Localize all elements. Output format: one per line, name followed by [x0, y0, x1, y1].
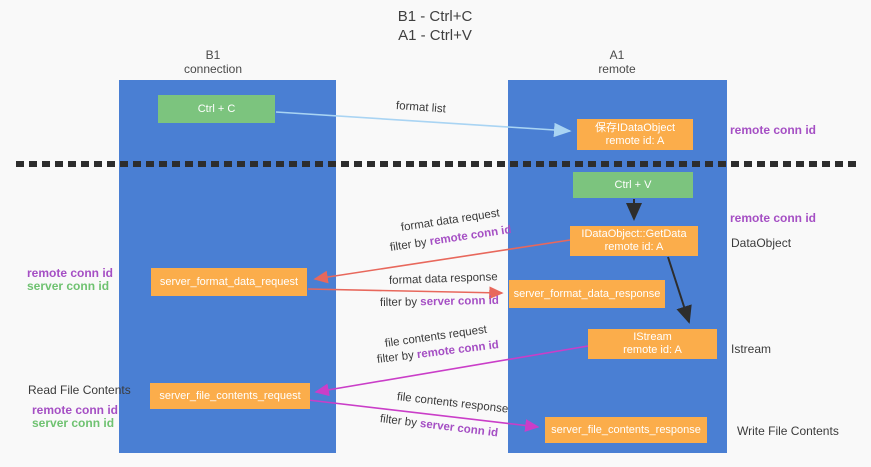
right-column-sub: remote	[598, 62, 636, 76]
diagram-title-line2: A1 - Ctrl+V	[398, 27, 472, 44]
format-data-request-arrow	[313, 239, 571, 284]
istream-side-label: Istream	[731, 342, 772, 356]
file-contents-request-arrow	[314, 345, 589, 397]
format-data-response-filter-label: filter by server conn id	[380, 295, 499, 309]
ctrl-c-label: Ctrl + C	[197, 102, 236, 115]
server-file-contents-response-label: server_file_contents_response	[551, 423, 701, 436]
save-idataobject-box: 保存IDataObject remote id: A	[577, 119, 693, 150]
save-idataobject-line2: remote id: A	[605, 134, 665, 147]
left-column-header: B1 connection	[143, 48, 283, 76]
left-server-conn-id-1: server conn id	[27, 279, 110, 293]
right-column-name: A1	[609, 48, 625, 62]
getdata-to-istream-arrow	[667, 256, 692, 324]
ctrl-c-box: Ctrl + C	[158, 95, 275, 123]
format-data-response-arrow	[307, 286, 504, 300]
filter-by-text-2: filter by	[379, 296, 421, 309]
file-contents-response-arrow	[307, 399, 540, 432]
left-remote-conn-id-1: remote conn id	[27, 266, 114, 280]
left-remote-conn-id-2: remote conn id	[32, 403, 119, 417]
getdata-line2: remote id: A	[604, 241, 664, 253]
ctrl-v-label: Ctrl + V	[614, 178, 652, 191]
server-file-contents-response-box: server_file_contents_response	[545, 417, 707, 443]
server-file-contents-request-label: server_file_contents_request	[159, 389, 301, 402]
istream-line1: IStream	[633, 331, 672, 343]
server-conn-id-key-1: server conn id	[420, 294, 499, 309]
write-file-contents-label: Write File Contents	[737, 424, 839, 438]
remote-conn-id-label-mid: remote conn id	[730, 211, 817, 225]
server-format-data-response-label: server_format_data_response	[513, 287, 661, 300]
istream-box: IStream remote id: A	[588, 329, 717, 359]
left-server-conn-id-2: server conn id	[32, 416, 115, 430]
ctrl-v-box: Ctrl + V	[573, 172, 693, 198]
left-column-sub: connection	[183, 62, 243, 76]
format-list-arrow	[275, 111, 572, 138]
right-column-header: A1 remote	[547, 48, 687, 76]
left-column-name: B1	[205, 48, 221, 62]
getdata-line1: IDataObject::GetData	[581, 228, 687, 240]
diagram-title-line1: B1 - Ctrl+C	[397, 8, 473, 25]
istream-line2: remote id: A	[623, 344, 682, 356]
server-format-data-response-box: server_format_data_response	[509, 280, 665, 308]
server-format-data-request-label: server_format_data_request	[159, 275, 299, 288]
remote-conn-id-label-top: remote conn id	[730, 123, 817, 137]
server-file-contents-request-box: server_file_contents_request	[150, 383, 310, 409]
server-format-data-request-box: server_format_data_request	[151, 268, 307, 296]
read-file-contents-label: Read File Contents	[28, 383, 131, 397]
idataobject-getdata-box: IDataObject::GetData remote id: A	[570, 226, 698, 256]
dataobject-label: DataObject	[731, 236, 792, 250]
save-idataobject-line1: 保存IDataObject	[594, 121, 676, 134]
